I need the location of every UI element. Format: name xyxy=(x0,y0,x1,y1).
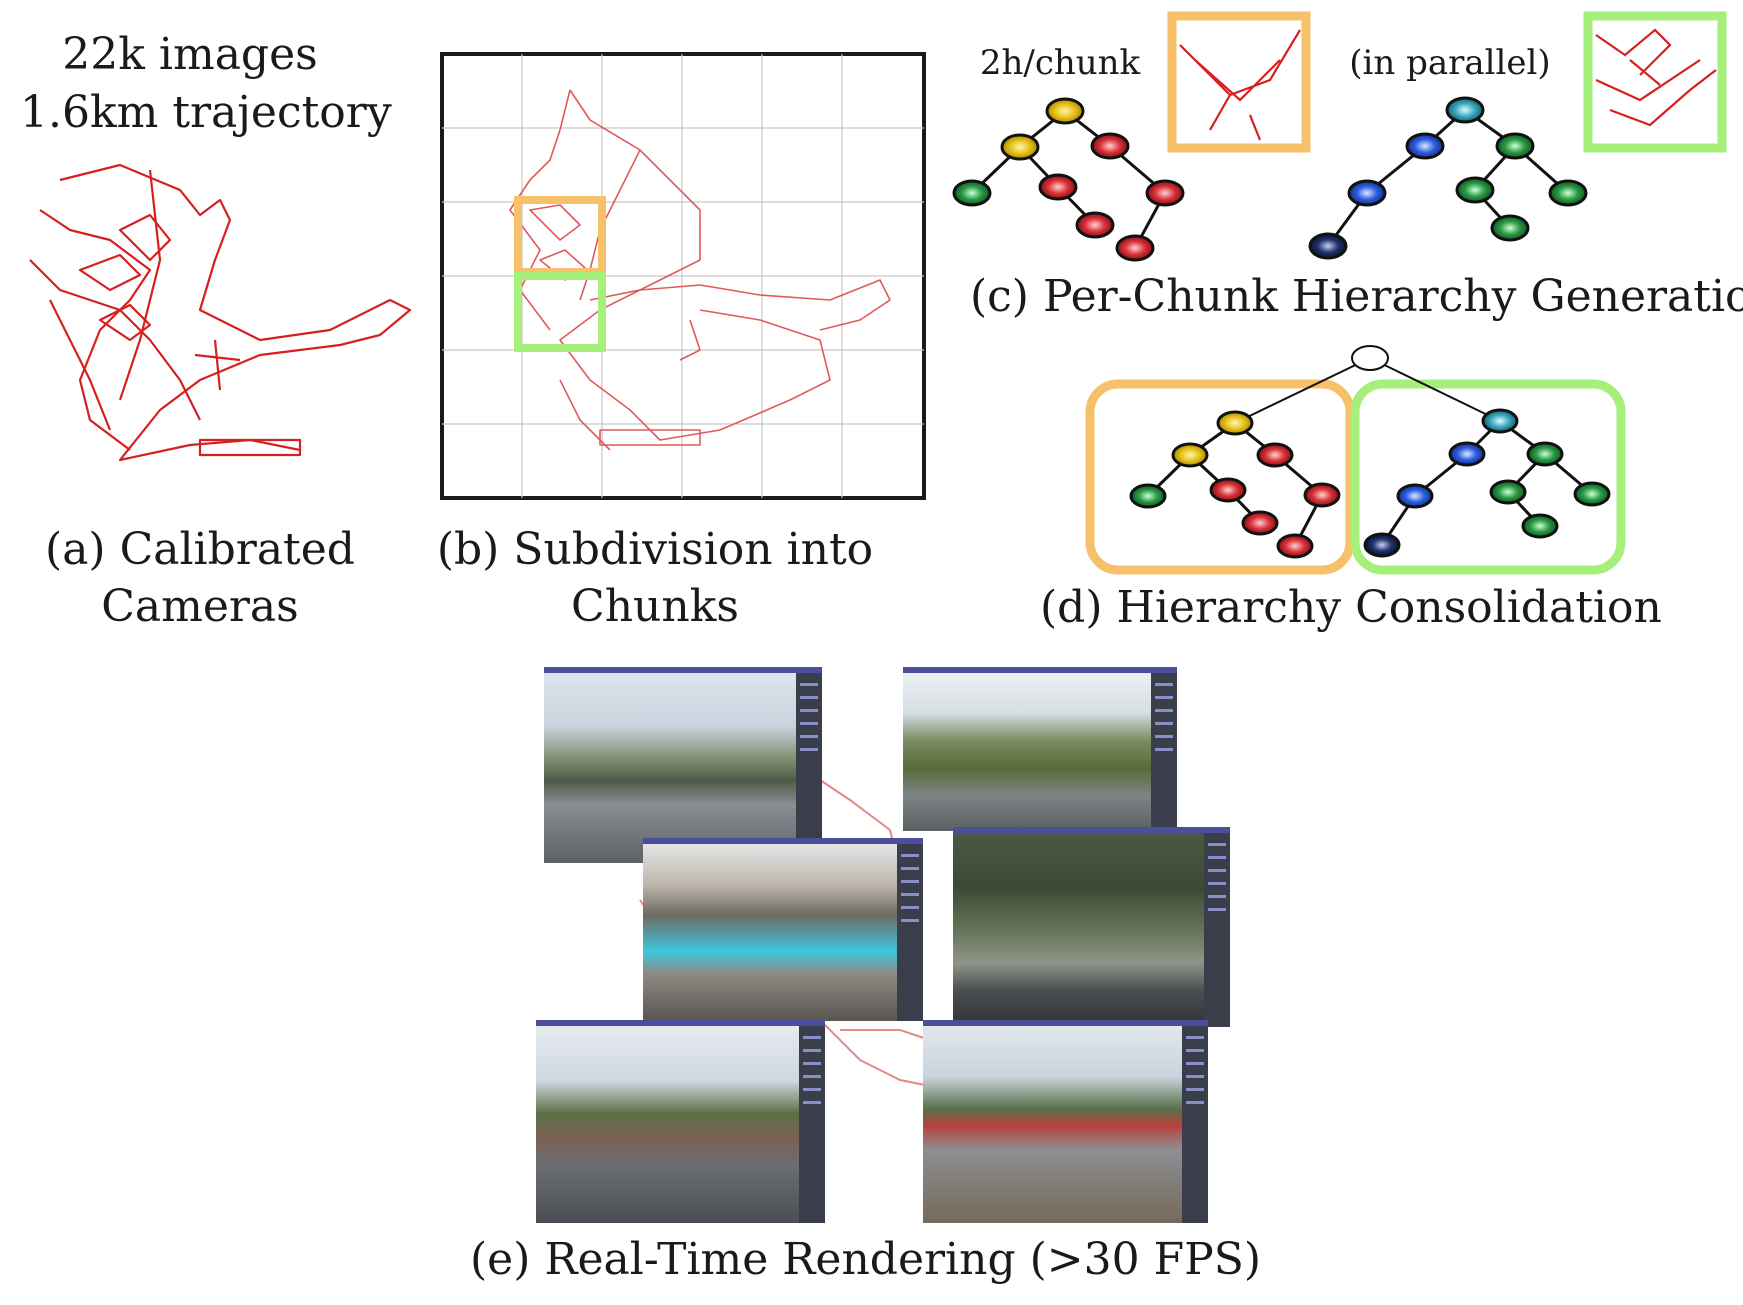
panel-c-label-right: (in parallel) xyxy=(1349,43,1551,83)
panel-c-label-left: 2h/chunk xyxy=(979,43,1141,83)
panel-d-caption: (d) Hierarchy Consolidation xyxy=(1040,582,1662,633)
rendering-screenshot-5 xyxy=(536,1020,825,1223)
orange-chunk-thumbnail xyxy=(1167,11,1311,153)
rendering-screenshot-4 xyxy=(953,827,1230,1027)
panel-e-caption: (e) Real-Time Rendering (>30 FPS) xyxy=(470,1234,1262,1285)
hierarchy-tree-orange-c xyxy=(952,97,1185,262)
panel-b-caption-line2: Chunks xyxy=(571,581,739,632)
rendering-screenshot-3 xyxy=(643,838,923,1021)
hierarchy-consolidation-d xyxy=(1085,345,1626,575)
panel-a-title-line1: 22k images xyxy=(62,29,318,80)
green-chunk-thumbnail xyxy=(1583,11,1727,153)
rendering-screenshot-2 xyxy=(903,667,1177,831)
panel-c-caption: (c) Per-Chunk Hierarchy Generation xyxy=(970,271,1743,322)
rendering-screenshot-6 xyxy=(923,1020,1208,1223)
chunk-grid-b xyxy=(440,52,926,500)
panel-a-title-line2: 1.6km trajectory xyxy=(20,87,392,138)
rendering-screenshot-1 xyxy=(544,667,822,863)
panel-b-caption-line1: (b) Subdivision into xyxy=(436,524,874,575)
hierarchy-tree-green-c xyxy=(1308,96,1588,260)
panel-a-caption-line2: Cameras xyxy=(101,581,299,632)
panel-a-caption-line1: (a) Calibrated xyxy=(45,524,355,575)
trajectory-map-a xyxy=(29,163,412,462)
